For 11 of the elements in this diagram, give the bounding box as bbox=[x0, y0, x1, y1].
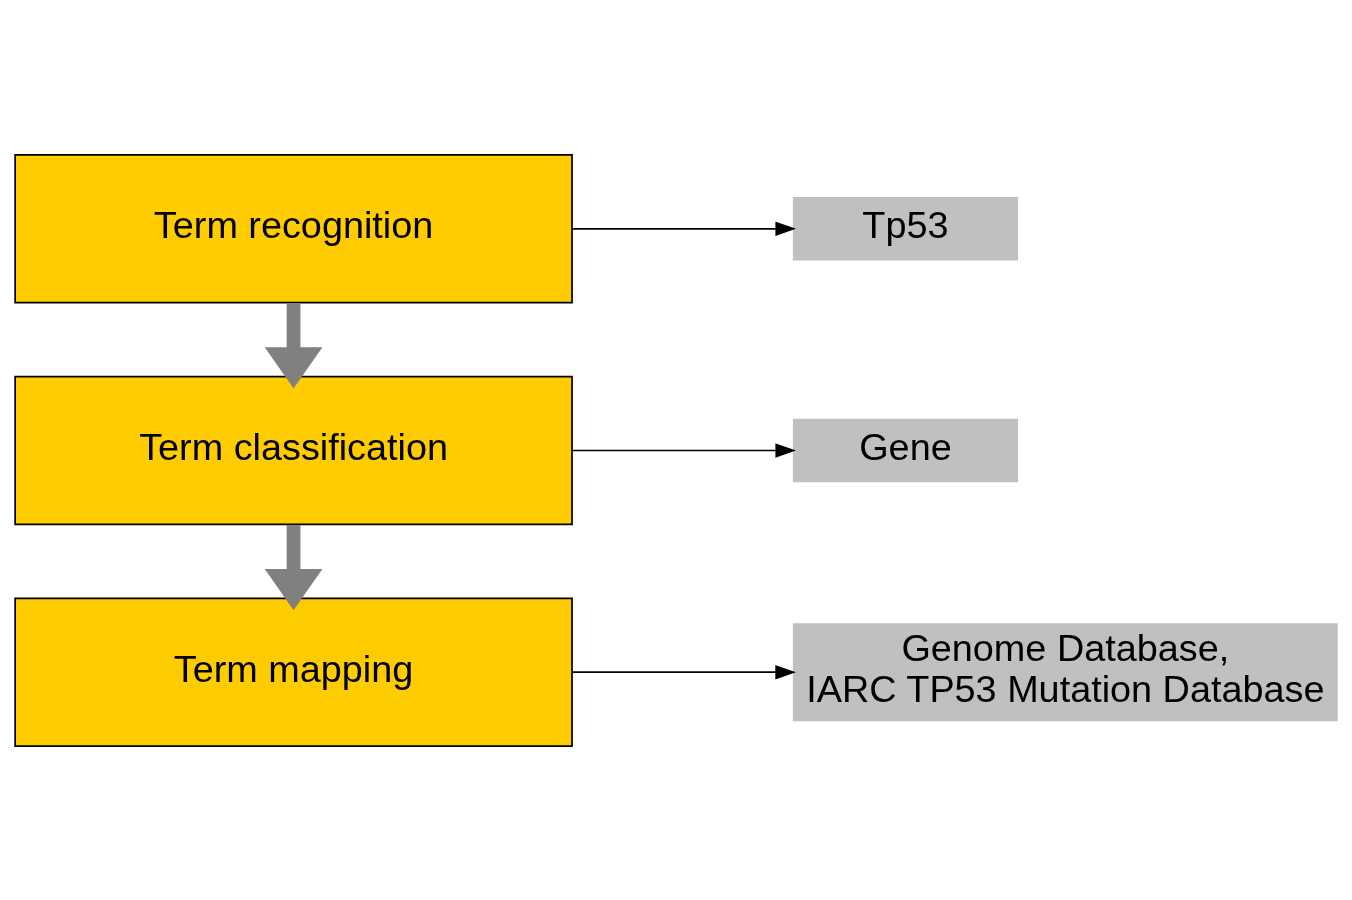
node-box: Term classification bbox=[14, 375, 573, 525]
arrow bbox=[264, 524, 323, 610]
arrow bbox=[264, 302, 323, 388]
node-box: Genome Database, IARC TP53 Mutation Database bbox=[792, 622, 1338, 721]
arrow bbox=[571, 664, 796, 679]
node-box: Term recognition bbox=[14, 153, 573, 304]
node-box: Term mapping bbox=[14, 596, 573, 747]
arrow bbox=[571, 221, 797, 236]
node-box: Tp53 bbox=[792, 196, 1019, 261]
node-box: Gene bbox=[792, 418, 1019, 482]
arrow bbox=[571, 442, 797, 458]
